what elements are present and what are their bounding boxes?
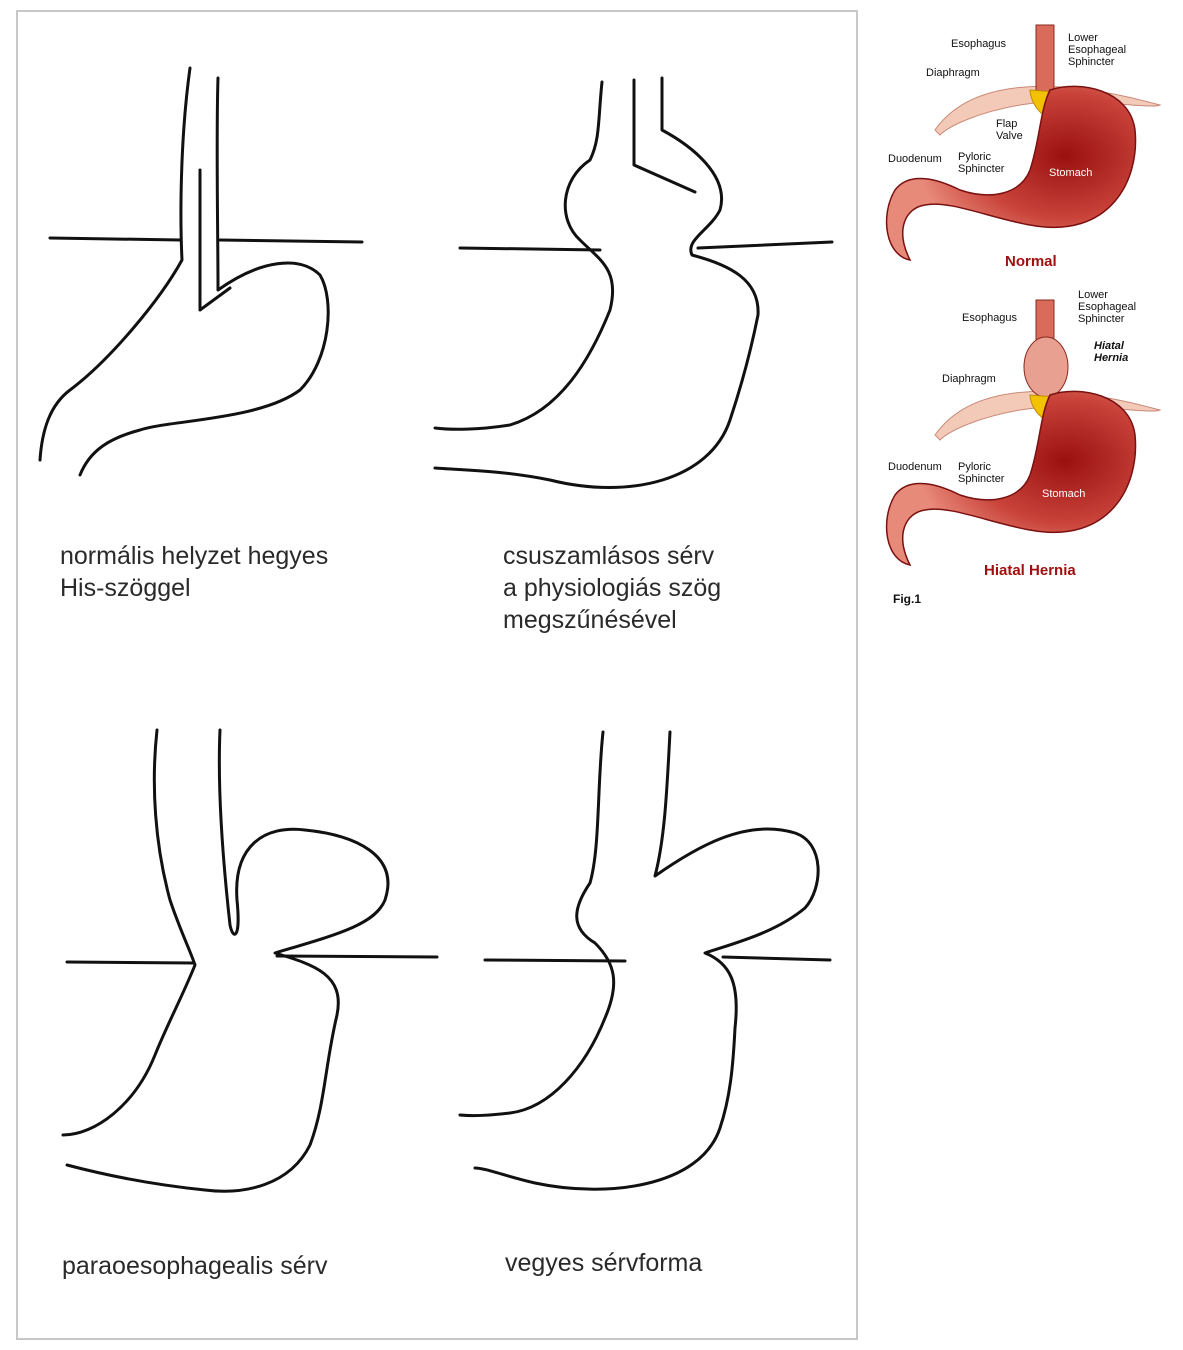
diaphragm-line-right: [275, 954, 439, 959]
caption-sliding-hernia: csuszamlásos sérv a physiologiás szög me…: [503, 542, 722, 634]
his-angle-line: [198, 168, 232, 312]
esophagus-tube: [1035, 299, 1055, 341]
label-pyloric-sphincter: Pyloric Sphincter: [958, 151, 1005, 175]
title-hiatal-hernia: Hiatal Hernia: [984, 562, 1076, 579]
sketch-normal: [30, 60, 390, 490]
hernia-sac: [1023, 336, 1069, 398]
diaphragm-line-right: [721, 955, 832, 962]
label-diaphragm: Diaphragm: [926, 67, 980, 79]
esophagus-tube: [1035, 24, 1055, 96]
caption-paraesophageal-hernia: paraoesophagealis sérv: [62, 1252, 328, 1280]
label-lower-esophageal-sphincter: Lower Esophageal Sphincter: [1068, 32, 1127, 68]
label-pyloric-sphincter-hernia: Pyloric Sphincter: [958, 461, 1005, 485]
stomach-outline-left: [433, 80, 615, 431]
sketch-paraesophageal-hernia: [55, 725, 445, 1195]
sketch-mixed-hernia: [455, 728, 840, 1198]
diaphragm-line-left: [458, 246, 602, 252]
diaphragm-line-right: [218, 238, 364, 244]
diaphragm-line-right: [696, 240, 834, 250]
stomach-outline-left: [458, 730, 616, 1118]
anatomy-normal-illustration: [880, 20, 1170, 280]
diaphragm-line-left: [48, 236, 182, 242]
stomach-outline-right: [203, 728, 390, 1193]
diaphragm-line-left: [65, 960, 195, 965]
label-esophagus: Esophagus: [951, 38, 1007, 50]
label-hiatal-hernia: Hiatal Hernia: [1094, 340, 1129, 364]
label-stomach-hernia: Stomach: [1042, 488, 1086, 500]
label-duodenum-hernia: Duodenum: [888, 461, 942, 473]
stomach-shape: [885, 85, 1137, 262]
diaphragm-line-left: [483, 958, 627, 963]
stomach-outline-left: [61, 728, 207, 1192]
caption-mixed-hernia: vegyes sérvforma: [505, 1249, 703, 1277]
label-duodenum: Duodenum: [888, 153, 942, 165]
stomach-outline-right: [433, 76, 760, 489]
stomach-shape: [885, 390, 1137, 567]
sketch-panel-frame: [16, 10, 858, 1340]
figure-label: Fig.1: [893, 592, 922, 606]
title-normal: Normal: [1005, 253, 1057, 270]
stomach-outline-right: [78, 76, 330, 477]
sketch-sliding-hernia: [430, 70, 840, 500]
caption-normal: normális helyzet hegyes His-szöggel: [60, 542, 329, 602]
stomach-outline-right: [473, 730, 820, 1191]
anatomy-hernia-illustration: [880, 295, 1170, 575]
stomach-outline-left: [38, 66, 192, 462]
label-lower-esophageal-sphincter-hernia: Lower Esophageal Sphincter: [1078, 289, 1137, 325]
label-stomach: Stomach: [1049, 167, 1093, 179]
label-flap-valve: Flap Valve: [996, 118, 1023, 142]
label-esophagus-hernia: Esophagus: [962, 312, 1018, 324]
label-diaphragm-hernia: Diaphragm: [942, 373, 996, 385]
